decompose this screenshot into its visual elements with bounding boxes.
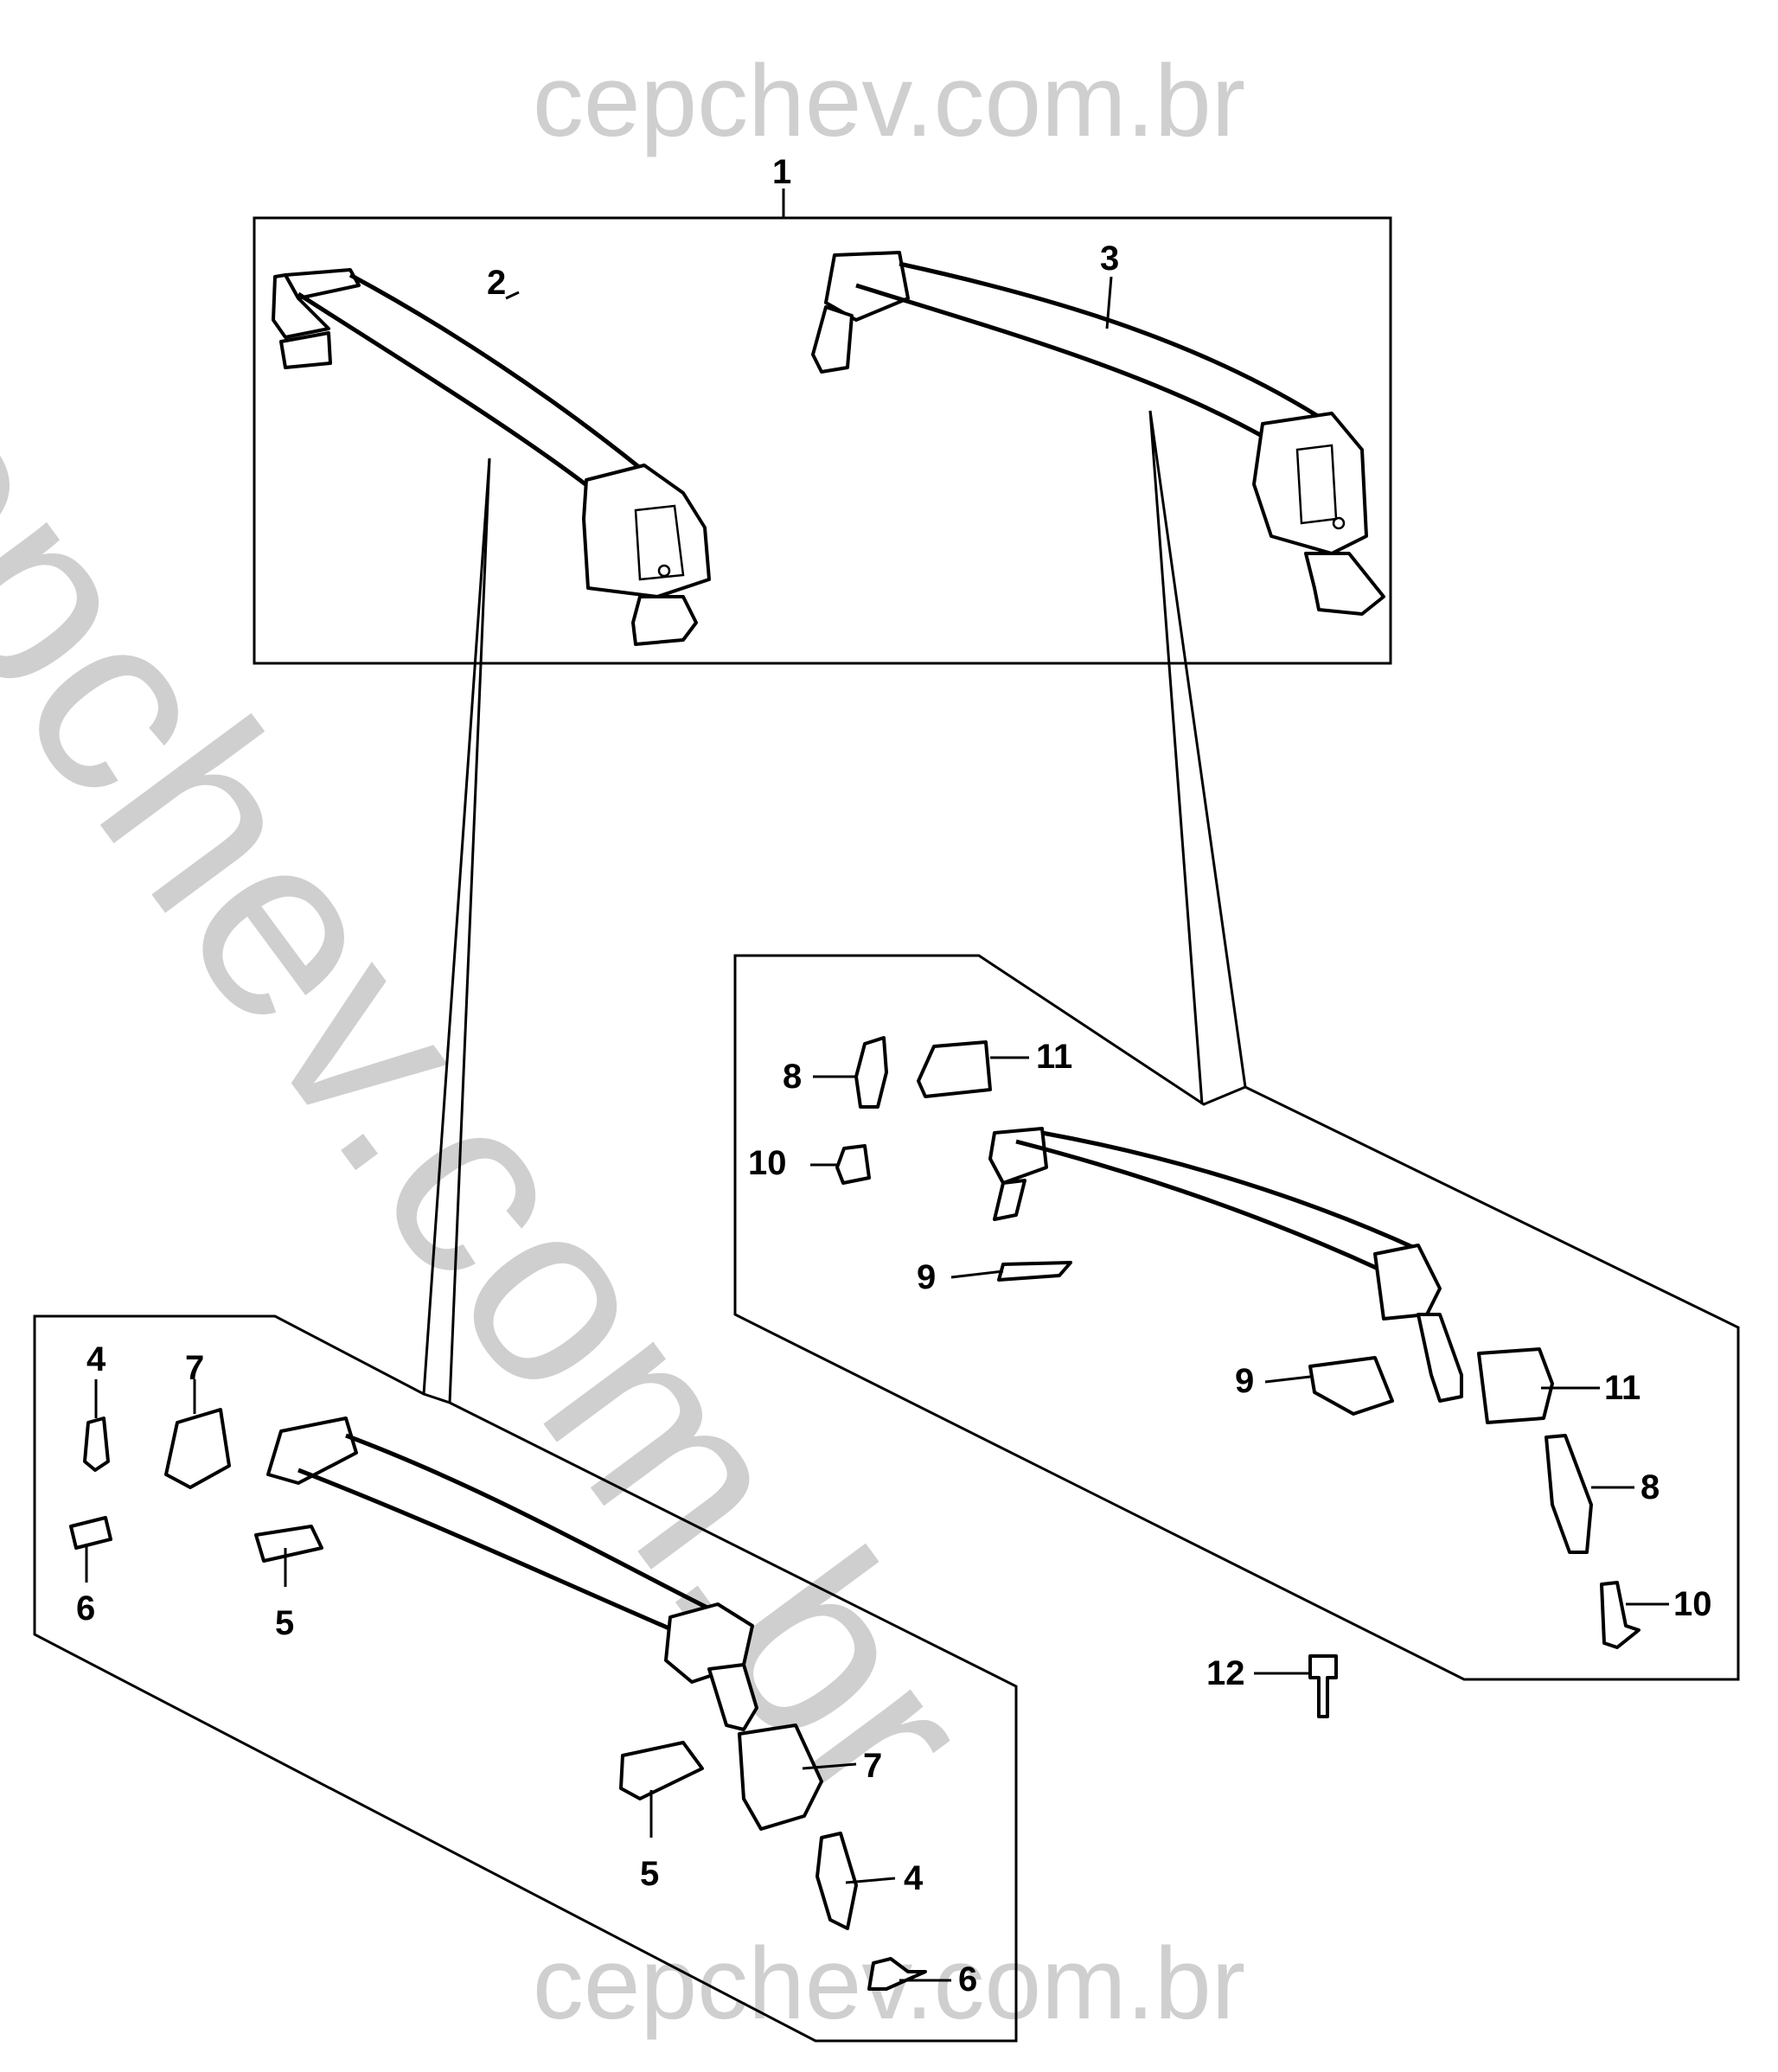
callout-3: 3	[1100, 240, 1119, 278]
left-box-parts	[69, 1408, 927, 1991]
callout-4-left: 4	[86, 1340, 106, 1378]
callout-8-mid: 8	[1640, 1468, 1660, 1506]
left-box-crossbar	[266, 1417, 758, 1731]
callout-1: 1	[772, 153, 791, 191]
callout-9-top: 9	[917, 1258, 936, 1296]
crossbar-front	[272, 268, 711, 646]
leader-lines	[422, 410, 1247, 1404]
callout-10-mid: 10	[1673, 1585, 1712, 1623]
callout-9-mid: 9	[1235, 1362, 1254, 1400]
callout-labels: 1 2 3 8 11 10 9 9 11 8 10 12 4 7 6 5 7 5…	[76, 153, 1712, 1998]
callout-5-left: 5	[275, 1604, 294, 1642]
callout-5-right: 5	[640, 1855, 659, 1893]
callout-6-right: 6	[958, 1960, 977, 1998]
callout-12: 12	[1206, 1654, 1245, 1692]
callout-10-top: 10	[748, 1144, 787, 1182]
crossbar-rear	[811, 251, 1385, 616]
callout-7-left: 7	[185, 1349, 204, 1387]
callout-7-right: 7	[863, 1747, 882, 1785]
callout-lines	[85, 276, 1669, 1982]
right-box-crossbar	[988, 1127, 1463, 1403]
watermark-top: cepchev.com.br	[532, 44, 1246, 158]
callout-8-top: 8	[783, 1058, 802, 1096]
callout-11-mid: 11	[1604, 1369, 1640, 1407]
assembly-box-1	[253, 189, 1392, 665]
callout-4-right: 4	[904, 1859, 924, 1897]
right-box-parts	[835, 1036, 1640, 1718]
callout-11-top: 11	[1036, 1038, 1072, 1076]
exploded-box-left	[33, 1314, 1018, 2043]
exploded-box-right	[733, 954, 1740, 1681]
callout-2: 2	[487, 264, 506, 302]
callout-6-left: 6	[76, 1589, 95, 1628]
